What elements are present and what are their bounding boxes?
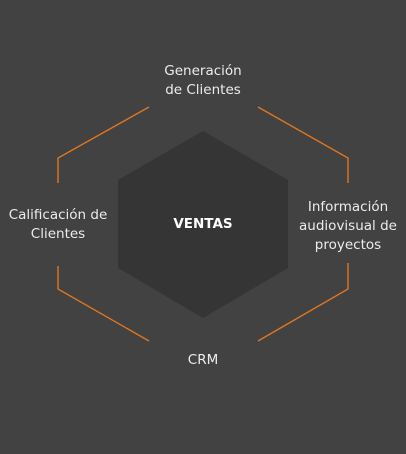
node-label-lead-generation: Generación de Clientes [164,63,242,98]
connector-top-left [57,106,150,183]
center-label: VENTAS [173,216,233,232]
connector-bottom-left [57,266,150,342]
connector-bottom-right [257,263,349,342]
connector-top-right [257,106,349,183]
node-label-crm: CRM [187,352,219,368]
center-hexagon [118,131,288,318]
node-label-lead-qualification: Calificación de Clientes [8,207,108,242]
node-label-audiovisual-info: Información audiovisual de proyectos [299,199,397,253]
